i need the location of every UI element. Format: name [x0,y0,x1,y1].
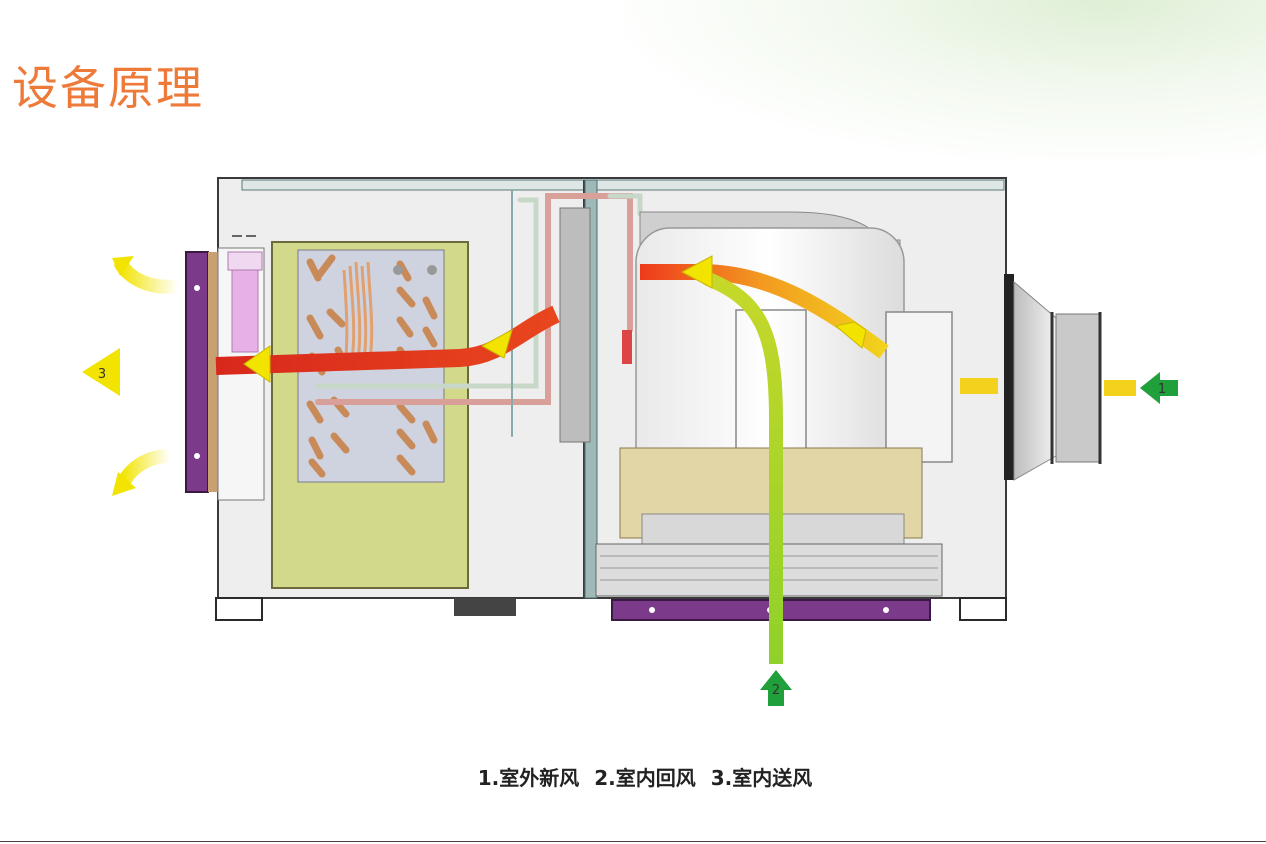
top-rail [241,179,1005,191]
refrigerant-piping [315,189,643,437]
background-wash [626,0,1266,160]
right-foot [959,597,1007,621]
fan-motor [885,311,953,463]
supply-out-arrow-upper [113,258,179,294]
supply-arrow [243,345,271,383]
supply-out-arrow-lower [115,449,171,489]
mixed-air-stream [640,264,889,359]
coil-bundle [342,261,374,361]
filter-cartridge [231,269,259,353]
legend-item-return-air: 2.室内回风 [594,766,696,790]
page-title: 设备原理 [12,61,204,115]
fresh-air-arrow [1140,372,1178,404]
drain-pan-bracket [454,598,516,616]
return-air-arrow [760,670,792,706]
flow-number-2: 2 [772,683,780,698]
inlet-transition [1013,280,1057,481]
legend-caption: 1.室外新风 2.室内回风 3.室内送风 [0,762,1266,791]
filter-cap [227,251,263,271]
left-foot [215,597,263,621]
mixed-arrow [680,255,713,289]
flow-number-3: 3 [98,367,106,382]
flange-bolt [194,285,200,291]
bottom-rule [0,841,1266,842]
supply-out-arrowhead [112,472,136,496]
flange-bolt [194,453,200,459]
mixed-arrow [834,321,867,349]
coil-fitting [393,265,403,275]
compressor-shell [559,207,591,443]
supply-arrow [480,329,513,359]
flow-number-1: 1 [1158,382,1166,397]
supply-out-arrowhead [82,348,120,396]
legend-item-supply-air: 3.室内送风 [710,766,813,790]
return-air-stream [703,271,783,664]
coil-fitting [427,265,437,275]
valve [622,330,632,364]
supply-out-arrowhead [112,256,134,276]
fresh-air-collar [1055,313,1101,463]
inlet-flange [1004,274,1014,480]
flange-gasket [208,252,218,492]
legend-item-fresh-air: 1.室外新风 [477,766,580,790]
